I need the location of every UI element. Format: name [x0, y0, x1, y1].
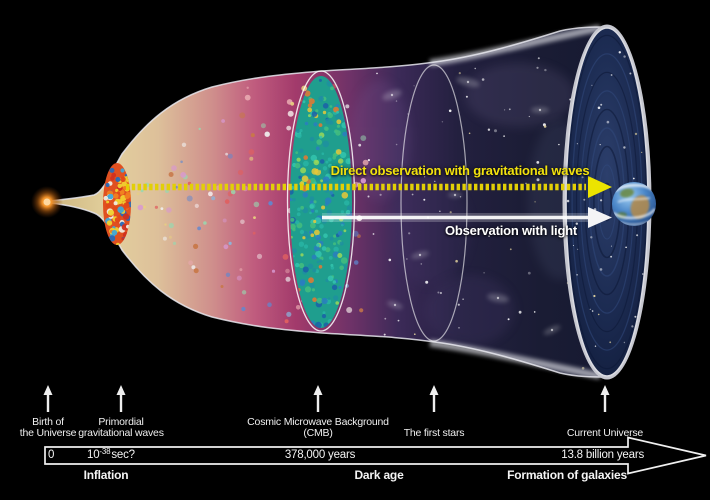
light-arrow — [322, 207, 612, 228]
earth-image — [612, 182, 656, 226]
timeline-tick-now: 13.8 billion years — [561, 449, 644, 461]
milestone-first-stars: The first stars — [403, 427, 465, 439]
up-arrow-primordial — [116, 385, 126, 412]
up-arrow-current — [600, 385, 610, 412]
gravitational-observation-label: Direct observation with gravitational wa… — [330, 163, 590, 178]
milestone-birth: Birth of the Universe — [19, 416, 77, 439]
big-bang-glow — [31, 186, 63, 218]
milestone-primordial: Primordial gravitational waves — [78, 416, 164, 439]
current-universe-disk — [566, 28, 648, 376]
primordial-waves-map — [103, 163, 131, 245]
cmb-map — [286, 70, 356, 332]
nebula-clouds — [350, 63, 592, 345]
up-arrow-cmb — [313, 385, 323, 412]
up-arrow-birth — [43, 385, 53, 412]
phase-formation: Formation of galaxies — [507, 468, 627, 482]
light-observation-label: Observation with light — [444, 223, 578, 238]
gravitational-waves-arrow — [126, 176, 612, 198]
timeline-tick-inflation: 10-38sec? — [87, 447, 135, 461]
milestone-arrows — [43, 385, 610, 412]
first-stars-ellipse — [400, 64, 468, 342]
timeline-tick-cmb: 378,000 years — [284, 449, 356, 461]
timeline-arrow — [44, 436, 707, 475]
up-arrow-first-stars — [429, 385, 439, 412]
phase-inflation: Inflation — [83, 468, 129, 482]
timeline-tick-zero: 0 — [48, 449, 55, 461]
phase-dark-age: Dark age — [354, 468, 404, 482]
milestone-current: Current Universe — [566, 427, 644, 439]
milestone-cmb: Cosmic Microwave Background (CMB) — [247, 416, 389, 439]
